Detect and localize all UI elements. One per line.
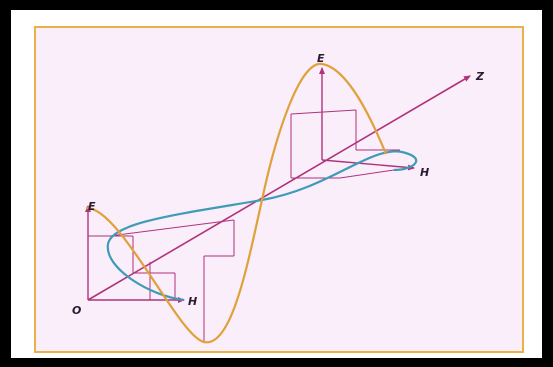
label-h-right: H [420, 166, 429, 179]
label-origin: O [72, 304, 81, 317]
z-axis [87, 75, 471, 301]
label-e-left: E [88, 200, 96, 213]
diagram-panel [34, 26, 524, 353]
label-e-top: E [317, 52, 325, 65]
h-axis-right [321, 159, 415, 171]
label-z-axis: Z [475, 70, 485, 83]
h-wave [106, 150, 418, 302]
projection-lines [88, 109, 400, 342]
e-wave [85, 62, 388, 344]
label-h-left: H [188, 295, 197, 308]
